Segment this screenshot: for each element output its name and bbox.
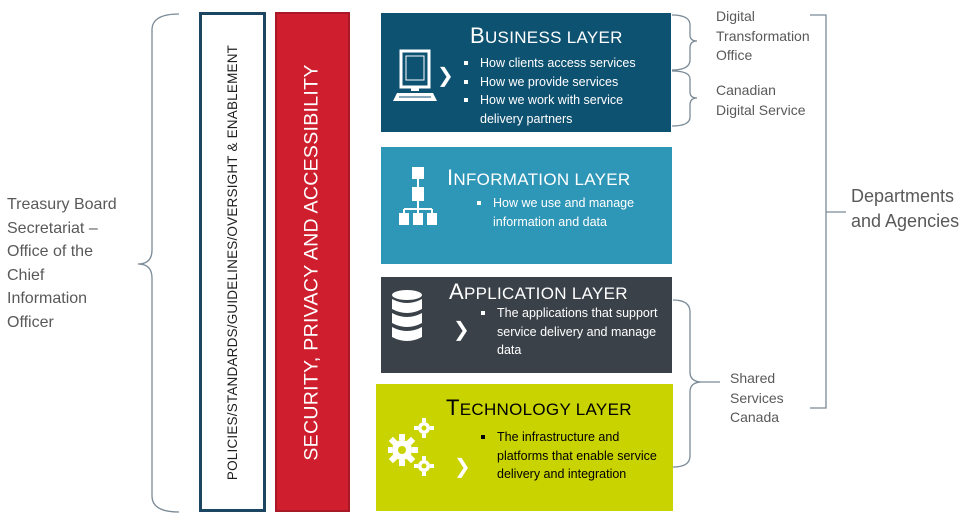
chevron-right-icon: ❯ bbox=[453, 317, 470, 341]
left-label-line: Treasury Board bbox=[7, 196, 117, 213]
list-item: The infrastructure and platforms that en… bbox=[479, 428, 659, 484]
list-item: How clients access services bbox=[462, 54, 667, 73]
gears-icon bbox=[388, 418, 434, 476]
tbs-ocio-label: Treasury Board Secretariat – Office of t… bbox=[7, 193, 137, 334]
title-initial: B bbox=[470, 23, 485, 48]
dto-label: Digital Transformation Office bbox=[716, 7, 810, 66]
chevron-right-icon: ❯ bbox=[437, 63, 454, 87]
security-bar: SECURITY, PRIVACY AND ACCESSIBILITY bbox=[275, 12, 350, 512]
ssc-label-line: Canada bbox=[730, 409, 780, 425]
dto-label-line: Transformation bbox=[716, 27, 810, 44]
dto-label-line: Office bbox=[716, 47, 753, 63]
left-label-line: Secretariat – bbox=[7, 219, 98, 237]
title-rest: USINESS LAYER bbox=[484, 28, 623, 47]
application-bullets: The applications that support service de… bbox=[479, 304, 664, 360]
title-initial: A bbox=[449, 279, 464, 304]
dto-brace bbox=[671, 14, 698, 71]
technology-bullets: The infrastructure and platforms that en… bbox=[479, 428, 659, 484]
departments-label-line: and Agencies bbox=[851, 211, 960, 231]
policies-bar: POLICIES/STANDARDS/GUIDELINES/OVERSIGHT … bbox=[199, 12, 266, 512]
ssc-label-line: Services bbox=[730, 389, 784, 406]
title-rest: ECHNOLOGY LAYER bbox=[459, 400, 632, 419]
technology-layer: ❯ TECHNOLOGY LAYER The infrastructure an… bbox=[376, 384, 673, 511]
cds-label-line: Digital Service bbox=[716, 101, 806, 118]
policies-bar-text: POLICIES/STANDARDS/GUIDELINES/OVERSIGHT … bbox=[225, 44, 240, 480]
business-bullets: How clients access services How we provi… bbox=[462, 54, 667, 128]
hierarchy-icon bbox=[399, 167, 437, 225]
left-label-line: Office of the bbox=[7, 243, 93, 260]
business-layer: ❯ BUSINESS LAYER How clients access serv… bbox=[381, 13, 671, 132]
application-layer: ❯ APPLICATION LAYER The applications tha… bbox=[381, 277, 672, 373]
list-item: The applications that support service de… bbox=[479, 304, 664, 360]
computer-icon bbox=[393, 49, 437, 101]
dto-label-line: Digital bbox=[716, 8, 755, 24]
title-rest: NFORMATION LAYER bbox=[453, 170, 631, 189]
left-label-line: Officer bbox=[7, 313, 54, 331]
title-initial: T bbox=[446, 395, 460, 420]
title-initial: I bbox=[447, 165, 454, 190]
title-rest: PPLICATION LAYER bbox=[463, 284, 628, 303]
list-item: How we work with service delivery partne… bbox=[462, 91, 667, 128]
security-bar-text: SECURITY, PRIVACY AND ACCESSIBILITY bbox=[301, 63, 324, 461]
ssc-label: Shared Services Canada bbox=[730, 369, 784, 428]
chevron-right-icon: ❯ bbox=[454, 454, 471, 478]
information-layer-title: INFORMATION LAYER bbox=[447, 165, 630, 191]
cds-label-line: Canadian bbox=[716, 82, 776, 98]
application-layer-title: APPLICATION LAYER bbox=[449, 279, 628, 305]
departments-bracket bbox=[810, 14, 846, 409]
technology-layer-title: TECHNOLOGY LAYER bbox=[446, 395, 632, 421]
cds-brace bbox=[671, 70, 698, 127]
list-item: How we provide services bbox=[462, 73, 667, 92]
departments-label: Departments and Agencies bbox=[851, 184, 959, 234]
left-label-line: Chief bbox=[7, 266, 45, 284]
ssc-label-line: Shared bbox=[730, 370, 776, 386]
cds-label: Canadian Digital Service bbox=[716, 81, 805, 120]
database-icon bbox=[392, 290, 422, 341]
ssc-brace bbox=[672, 299, 720, 468]
list-item: How we use and manage information and da… bbox=[475, 194, 655, 231]
left-label-line: Information bbox=[7, 290, 88, 307]
left-brace bbox=[137, 13, 180, 513]
business-layer-title: BUSINESS LAYER bbox=[470, 23, 623, 49]
information-bullets: How we use and manage information and da… bbox=[475, 194, 655, 231]
departments-label-line: Departments bbox=[851, 186, 955, 206]
information-layer: INFORMATION LAYER How we use and manage … bbox=[381, 147, 672, 264]
